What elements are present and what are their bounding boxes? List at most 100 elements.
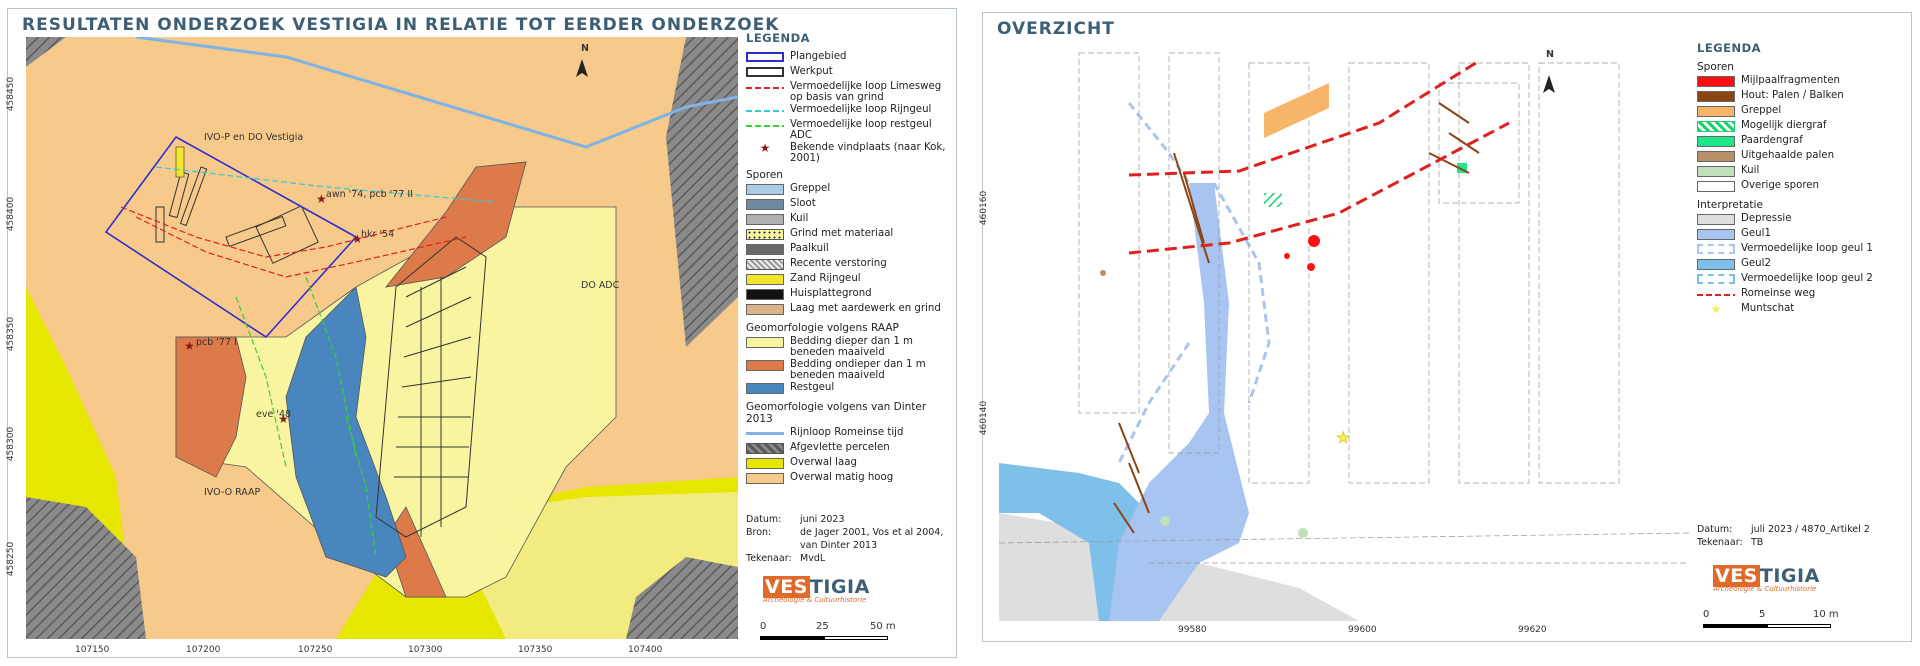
- raap-bedding-diep: [175, 206, 617, 598]
- legend-swatch: [746, 383, 784, 394]
- mijlpaal-fragment: [1307, 263, 1315, 271]
- left-map: ★ ★ ★ ★ IVO-P en DO Vestigia DO ADC IVO-…: [26, 37, 738, 639]
- x-tick: 107200: [186, 645, 221, 655]
- legend-item: Romeinse weg: [1697, 288, 1907, 302]
- raap-bedding-ondiep-bottom: [385, 506, 447, 598]
- x-tick: 107300: [408, 645, 443, 655]
- legend-item: Huisplattegrond: [746, 288, 952, 302]
- legend-swatch: [746, 473, 784, 484]
- legend-swatch: [1697, 274, 1735, 284]
- sporen-heading: Sporen: [746, 169, 783, 181]
- legend-item: Vermoedelijke loop restgeul ADC: [746, 119, 952, 141]
- legend-swatch: [1697, 244, 1735, 254]
- geul2-area: [999, 463, 1149, 621]
- rijngeul-loop: [155, 166, 497, 203]
- restgeul-adc-loop-3: [345, 416, 377, 558]
- muntschat-star: ★: [1336, 428, 1350, 447]
- uitgehaalde-paal: [1100, 270, 1106, 276]
- legend-item: Paalkuil: [746, 243, 952, 257]
- legend-item-label: Rijnloop Romeinse tijd: [790, 427, 904, 438]
- x-tick: 107250: [298, 645, 333, 655]
- datum-value: juni 2023: [800, 514, 845, 525]
- legend-swatch: [746, 432, 784, 435]
- legend-item: Laag met aardewerk en grind: [746, 303, 952, 317]
- legend-swatch: ★: [1710, 302, 1722, 316]
- mijlpaal-fragment: [1284, 253, 1290, 259]
- legend-item-label: Greppel: [1741, 105, 1782, 116]
- right-map-svg: ★: [999, 43, 1689, 621]
- legend-item-label: Mogelijk diergraf: [1741, 120, 1827, 131]
- datum-value: juli 2023 / 4870_Artikel 2: [1751, 524, 1870, 535]
- legend-item: Hout: Palen / Balken: [1697, 90, 1907, 104]
- x-tick: 99620: [1518, 625, 1547, 635]
- legend-item: Bedding dieper dan 1 m beneden maaiveld: [746, 336, 952, 358]
- right-meta: Datum:juli 2023 / 4870_Artikel 2 Tekenaa…: [1697, 523, 1907, 549]
- legend-swatch: [1697, 166, 1735, 177]
- kuil: [1160, 516, 1170, 526]
- legend-item-label: Paardengraf: [1741, 135, 1803, 146]
- right-map: ★ N: [999, 43, 1689, 621]
- legend-item: Afgevlette percelen: [746, 442, 952, 456]
- legend-item: Plangebied: [746, 51, 952, 65]
- legend-item: Kuil: [746, 213, 952, 227]
- legend-item-label: Laag met aardewerk en grind: [790, 303, 941, 314]
- y-tick: 458300: [6, 426, 17, 462]
- legend-swatch: [746, 67, 784, 77]
- legend-swatch: [746, 229, 784, 240]
- y-tick: 458450: [6, 76, 17, 112]
- label-hkr: hkr '54: [361, 229, 395, 240]
- legend-swatch: [746, 304, 784, 315]
- legend-item-label: Geul1: [1741, 228, 1771, 239]
- legend-swatch: [1697, 151, 1735, 162]
- legend-item: Kuil: [1697, 165, 1907, 179]
- legend-item: Vermoedelijke loop Limesweg op basis van…: [746, 81, 952, 103]
- legend-item-label: Overige sporen: [1741, 180, 1820, 191]
- legend-swatch: [746, 52, 784, 62]
- legend-swatch: [1697, 91, 1735, 102]
- legend-item: Grind met materiaal: [746, 228, 952, 242]
- legend-item-label: Vermoedelijke loop Rijngeul: [790, 104, 932, 115]
- zand-rijngeul-spoor: [175, 146, 185, 178]
- legend-item-label: Kuil: [1741, 165, 1760, 176]
- hout-palen-balken: [1113, 102, 1480, 534]
- y-tick: 458350: [6, 316, 17, 352]
- legend-swatch: [1697, 76, 1735, 87]
- legend-item-label: Restgeul: [790, 382, 835, 393]
- right-sporen-heading: Sporen: [1697, 61, 1734, 73]
- x-tick: 99580: [1178, 625, 1207, 635]
- afgevlette-perceel-right: [666, 37, 738, 347]
- label-do-adc: DO ADC: [581, 280, 620, 291]
- tekenaar-key: Tekenaar:: [1697, 537, 1743, 548]
- legend-swatch: [746, 458, 784, 469]
- legend-swatch: [746, 244, 784, 255]
- legend-item-label: Sloot: [790, 198, 816, 209]
- right-panel-title: OVERZICHT: [997, 19, 1115, 39]
- legend-swatch: [1697, 259, 1735, 270]
- legend-swatch: [746, 360, 784, 371]
- label-ivo-p: IVO-P en DO Vestigia: [204, 132, 304, 143]
- limesweg-loop-1: [120, 206, 447, 258]
- legend-item-label: Zand Rijngeul: [790, 273, 861, 284]
- legend-item-label: Vermoedelijke loop restgeul ADC: [790, 119, 932, 141]
- legend-item-label: Overwal matig hoog: [790, 472, 894, 483]
- legend-item-label: Grind met materiaal: [790, 228, 894, 239]
- legend-item: Geul2: [1697, 258, 1907, 272]
- legend-item: Rijnloop Romeinse tijd: [746, 427, 952, 441]
- legend-item: Geul1: [1697, 228, 1907, 242]
- tekenaar-value: MvdL: [800, 553, 826, 564]
- left-legend-title: LEGENDA: [746, 31, 811, 45]
- datum-key: Datum:: [746, 514, 782, 525]
- legend-swatch: [1697, 136, 1735, 147]
- legend-item-label: Afgevlette percelen: [790, 442, 890, 453]
- x-tick: 107350: [518, 645, 553, 655]
- vindplaats-star-hkr: ★: [352, 232, 363, 246]
- raap-heading: Geomorfologie volgens RAAP: [746, 322, 899, 334]
- left-map-panel: RESULTATEN ONDERZOEK VESTIGIA IN RELATIE…: [6, 8, 957, 658]
- tekenaar-key: Tekenaar:: [746, 553, 792, 564]
- legend-item-label: Romeinse weg: [1741, 288, 1816, 299]
- legend-swatch: [746, 259, 784, 270]
- right-map-panel: OVERZICHT: [979, 12, 1912, 642]
- legend-item: Vermoedelijke loop geul 1: [1697, 243, 1907, 257]
